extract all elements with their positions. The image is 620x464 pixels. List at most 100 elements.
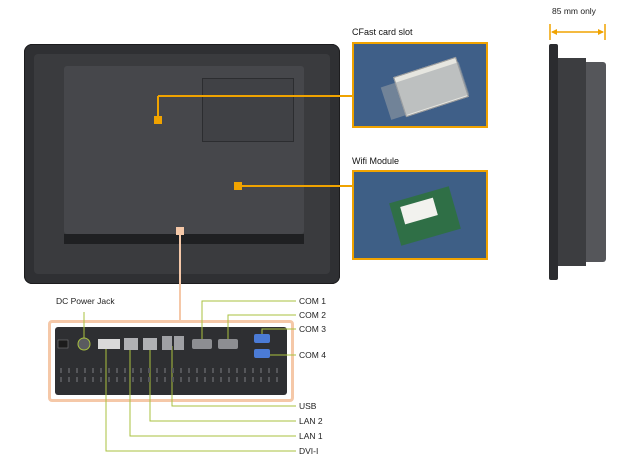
vent-slot: [268, 368, 270, 373]
com1-leader: [201, 300, 296, 344]
com4-label: COM 4: [299, 350, 326, 360]
lan1-label: LAN 1: [299, 431, 323, 441]
vent-slot: [116, 368, 118, 373]
depth-arrowhead-left: [551, 29, 557, 35]
dvi-label: DVI-I: [299, 446, 319, 456]
vent-slot: [220, 368, 222, 373]
vent-slot: [172, 368, 174, 373]
cfast-photo: [352, 42, 488, 128]
vent-slot: [252, 368, 254, 373]
vent-slot: [148, 377, 150, 382]
com1-label: COM 1: [299, 296, 326, 306]
vent-slot: [132, 377, 134, 382]
vent-slot: [100, 377, 102, 382]
wifi-label-text: Wifi Module: [352, 156, 400, 166]
vent-slot: [68, 377, 70, 382]
vent-slot: [124, 377, 126, 382]
vent-slot: [260, 377, 262, 382]
vent-slot: [84, 377, 86, 382]
side-body: [558, 58, 586, 266]
vent-slot: [148, 368, 150, 373]
com3-port: [254, 334, 270, 343]
usb-port-2: [174, 336, 184, 350]
lan2-port: [143, 338, 157, 350]
io-bracket: [48, 320, 294, 402]
vent-slot: [84, 368, 86, 373]
vent-slot: [60, 377, 62, 382]
lan1-leader: [129, 346, 296, 437]
depth-label: 85 mm only: [552, 6, 596, 16]
usb-port-1: [162, 336, 172, 350]
vent-slot: [212, 377, 214, 382]
lan2-label: LAN 2: [299, 416, 323, 426]
vent-slot: [76, 368, 78, 373]
vent-slot: [76, 377, 78, 382]
wifi-dot: [234, 182, 242, 190]
vent-slot: [188, 377, 190, 382]
vent-slot: [108, 377, 110, 382]
vent-slot: [92, 377, 94, 382]
vent-slot: [140, 377, 142, 382]
vent-slot: [124, 368, 126, 373]
com3-label: COM 3: [299, 324, 326, 334]
dc-jack: [77, 337, 91, 351]
rear-panel: [24, 44, 340, 284]
com4-port: [254, 349, 270, 358]
vent-slot: [244, 377, 246, 382]
dvi-leader: [105, 346, 296, 452]
vent-slot: [156, 368, 158, 373]
io-marker: [176, 227, 184, 235]
vent-slot: [92, 368, 94, 373]
wifi-photo: [352, 170, 488, 260]
depth-arrowhead-right: [598, 29, 604, 35]
vent-slot: [228, 368, 230, 373]
vent-slot: [236, 377, 238, 382]
vent-slot: [172, 377, 174, 382]
cfast-cover: [202, 78, 294, 142]
dc-power-label: DC Power Jack: [56, 296, 115, 306]
vent-slot: [228, 377, 230, 382]
vent-slot: [100, 368, 102, 373]
vent-slot: [220, 377, 222, 382]
vent-slot: [108, 368, 110, 373]
dvi-port: [98, 339, 120, 349]
side-bezel: [549, 44, 558, 280]
usb-label: USB: [299, 401, 317, 411]
vent-slot: [180, 377, 182, 382]
usb-leader: [171, 346, 296, 407]
vent-slot: [268, 377, 270, 382]
vent-slot: [276, 368, 278, 373]
vent-slot: [140, 368, 142, 373]
side-view: [549, 44, 606, 280]
vent-slot: [252, 377, 254, 382]
com1-port: [192, 339, 212, 349]
com2-leader: [227, 314, 296, 344]
com2-label: COM 2: [299, 310, 326, 320]
vent-slot: [236, 368, 238, 373]
vent-slot: [68, 368, 70, 373]
vent-slot: [180, 368, 182, 373]
vent-slot: [276, 377, 278, 382]
vent-slot: [132, 368, 134, 373]
power-switch: [57, 339, 69, 349]
vent-slot: [204, 368, 206, 373]
vent-slot: [260, 368, 262, 373]
vent-slot: [244, 368, 246, 373]
vent-slot: [164, 377, 166, 382]
cfast-dot: [154, 116, 162, 124]
lan1-port: [124, 338, 138, 350]
vent-slot: [212, 368, 214, 373]
com2-port: [218, 339, 238, 349]
vent-slot: [60, 368, 62, 373]
io-vents: [60, 368, 278, 382]
vent-slot: [196, 377, 198, 382]
vent-slot: [204, 377, 206, 382]
cfast-label: CFast card slot: [352, 27, 413, 37]
side-edge: [586, 62, 606, 262]
io-strip: [64, 234, 304, 244]
vent-slot: [164, 368, 166, 373]
vent-slot: [188, 368, 190, 373]
vent-slot: [156, 377, 158, 382]
